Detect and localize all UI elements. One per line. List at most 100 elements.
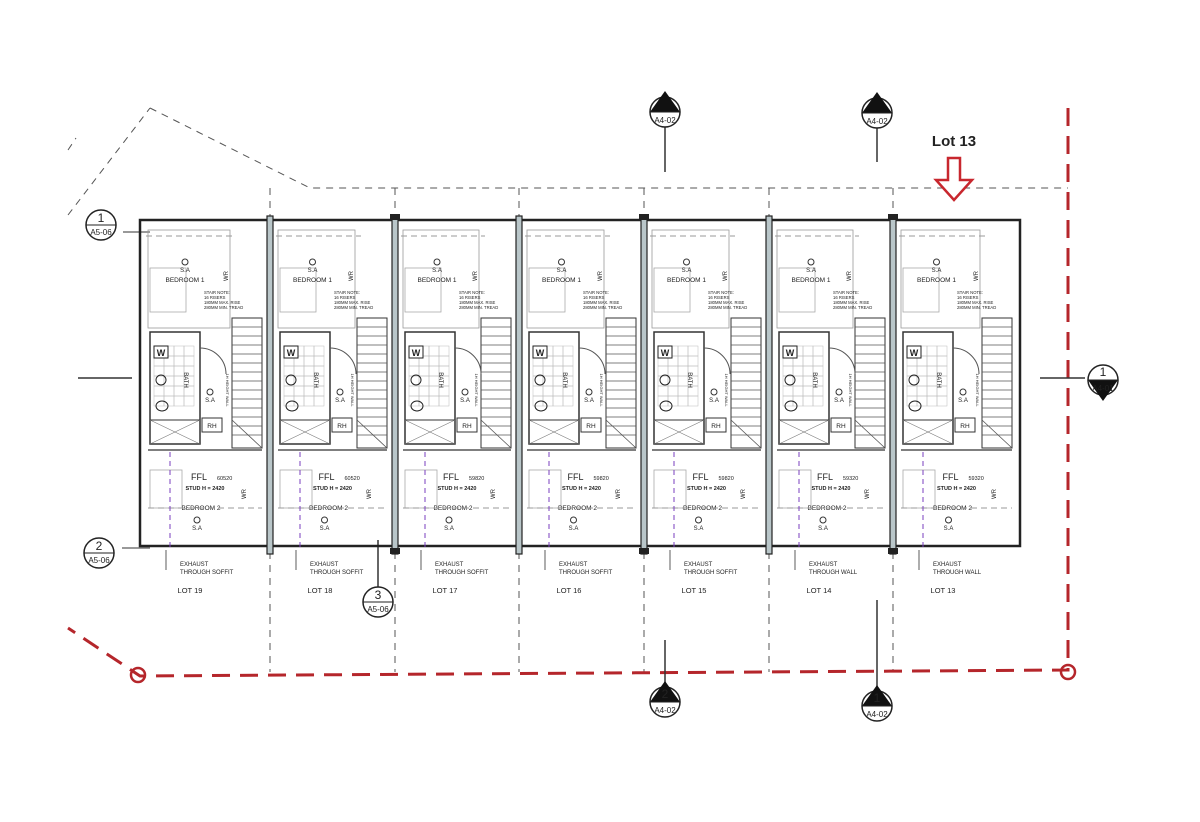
door-swing bbox=[703, 347, 731, 375]
floor-tile bbox=[802, 355, 814, 367]
exhaust-note-line-1: EXHAUST bbox=[809, 562, 838, 568]
stair-note-line: 16 RISERS bbox=[708, 295, 730, 300]
ffl-value: 60520 bbox=[345, 476, 360, 482]
bed-icon bbox=[279, 469, 313, 509]
marker-number: 1 bbox=[1100, 365, 1107, 379]
marker-number: 1 bbox=[874, 691, 881, 705]
floor-tile bbox=[916, 365, 928, 377]
wardrobe-label: WR bbox=[847, 270, 853, 281]
floor-tile bbox=[667, 395, 679, 407]
floor-tile bbox=[173, 395, 185, 407]
floor-tile bbox=[687, 395, 699, 407]
floor-tile bbox=[283, 365, 295, 377]
marker-ref: A5-06 bbox=[88, 556, 110, 565]
floor-tile bbox=[667, 385, 679, 397]
smoke-alarm-icon bbox=[945, 516, 952, 524]
rh-label: RH bbox=[960, 423, 970, 430]
section-marker-1-a5-06: 1A5-06 bbox=[85, 209, 117, 241]
floor-tile bbox=[428, 345, 440, 357]
party-wall-cap bbox=[639, 548, 649, 554]
wardrobe-label: WR bbox=[491, 488, 497, 499]
smoke-alarm-icon bbox=[461, 388, 469, 396]
smoke-alarm-icon bbox=[933, 258, 940, 266]
bedroom-1-outline bbox=[900, 229, 981, 329]
stair-outline bbox=[480, 317, 512, 449]
lot-label: LOT 13 bbox=[931, 586, 956, 595]
marker-arrow bbox=[650, 91, 680, 112]
basin-icon bbox=[659, 374, 671, 386]
lot-label: LOT 15 bbox=[682, 586, 707, 595]
stair-note-line: 180MM MAX. RISE bbox=[833, 300, 870, 305]
stair-note-line: 280MM MIN. TREAD bbox=[583, 305, 622, 310]
bed-icon bbox=[528, 267, 566, 313]
stair-outline bbox=[730, 317, 762, 449]
floor-tile bbox=[542, 395, 554, 407]
marker-arrow bbox=[650, 681, 680, 702]
bedroom-1-outline bbox=[651, 229, 730, 329]
floor-tile bbox=[906, 385, 918, 397]
stair-winder bbox=[231, 419, 263, 449]
floor-tile bbox=[936, 345, 948, 357]
party-wall-cap bbox=[888, 214, 898, 220]
ffl-label: FFL bbox=[942, 472, 958, 482]
ffl-label: FFL bbox=[443, 472, 459, 482]
ffl-label: FFL bbox=[318, 472, 334, 482]
marker-ref: A4-01 bbox=[1092, 384, 1114, 393]
ffl-value: 59820 bbox=[719, 476, 734, 482]
basin-icon bbox=[534, 374, 546, 386]
rh-box bbox=[201, 417, 223, 433]
wall-note: 1H HEIGHT WALL bbox=[350, 373, 355, 407]
marker-arrow bbox=[862, 92, 892, 113]
smoke-alarm-icon bbox=[321, 516, 328, 524]
floor-tile bbox=[667, 365, 679, 377]
wardrobe-label: WR bbox=[865, 488, 871, 499]
smoke-alarm-label: S.A bbox=[432, 268, 442, 274]
stair-note-line: 16 RISERS bbox=[957, 295, 979, 300]
exhaust-note-line-2: THROUGH SOFFIT bbox=[180, 570, 234, 576]
smoke-alarm-icon bbox=[835, 388, 843, 396]
bedroom-1-outline bbox=[402, 229, 480, 329]
shower-outline bbox=[528, 419, 580, 445]
shower-cross bbox=[149, 419, 201, 445]
exhaust-note-line-1: EXHAUST bbox=[180, 562, 209, 568]
down-arrow-icon bbox=[933, 156, 975, 202]
floor-tile bbox=[418, 385, 430, 397]
smoke-alarm-label: S.A bbox=[460, 398, 470, 404]
washer-icon bbox=[153, 345, 169, 359]
floor-tile bbox=[183, 345, 195, 357]
rh-label: RH bbox=[586, 423, 596, 430]
floor-tile bbox=[183, 355, 195, 367]
wardrobe-label: WR bbox=[367, 488, 373, 499]
smoke-alarm-label: S.A bbox=[958, 398, 968, 404]
shower-outline bbox=[149, 419, 201, 445]
rh-label: RH bbox=[836, 423, 846, 430]
floor-tile bbox=[782, 365, 794, 377]
floor-tile bbox=[926, 395, 938, 407]
bedroom-1-label: BEDROOM 1 bbox=[417, 277, 456, 284]
stair-note-line: STAIR NOTE: bbox=[334, 290, 360, 295]
lot-label: LOT 19 bbox=[178, 586, 203, 595]
smoke-alarm-icon bbox=[683, 258, 690, 266]
floor-tile bbox=[303, 345, 315, 357]
smoke-alarm-label: S.A bbox=[834, 398, 844, 404]
section-marker-3-a5-06: 3A5-06 bbox=[362, 586, 394, 618]
floor-tile bbox=[552, 355, 564, 367]
marker-ref: A4-02 bbox=[866, 117, 888, 126]
stud-height-label: STUD H = 2420 bbox=[812, 486, 851, 492]
wardrobe-label: WR bbox=[242, 488, 248, 499]
washer-label: W bbox=[786, 348, 795, 358]
floor-tile bbox=[657, 385, 669, 397]
floor-tile bbox=[532, 365, 544, 377]
floor-tile bbox=[438, 355, 450, 367]
smoke-alarm-label: S.A bbox=[320, 526, 330, 532]
floor-tile bbox=[153, 365, 165, 377]
shower-outline bbox=[279, 419, 331, 445]
wall-note: 1H HEIGHT WALL bbox=[225, 373, 230, 407]
door-swing bbox=[828, 347, 856, 375]
marker-number: 2 bbox=[662, 687, 669, 701]
bed-icon bbox=[778, 469, 812, 509]
party-wall bbox=[391, 215, 399, 555]
floor-tile bbox=[293, 385, 305, 397]
rh-label: RH bbox=[462, 423, 472, 430]
